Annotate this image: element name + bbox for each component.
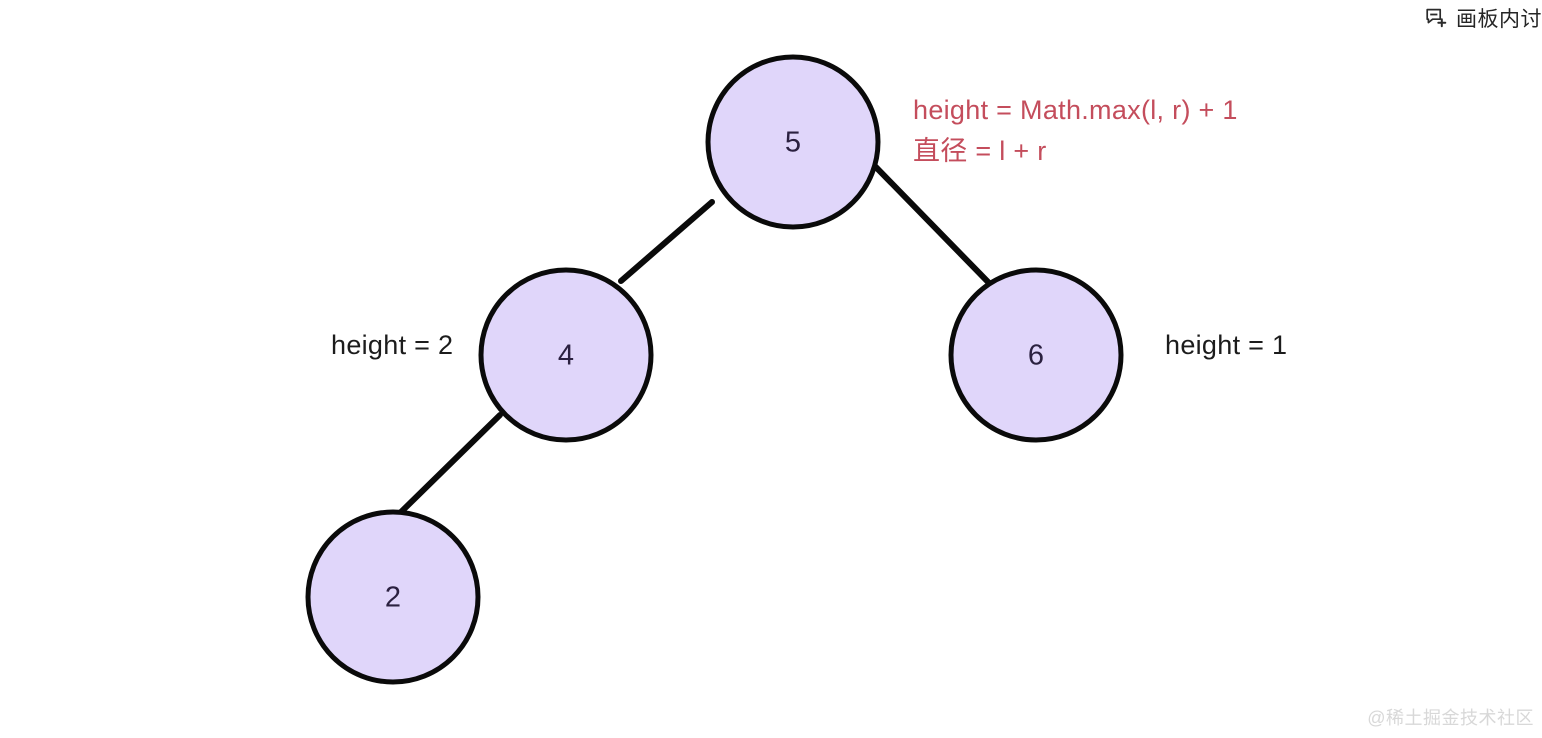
tree-nodes: 5 4 6 2	[305, 54, 1124, 685]
node-value: 2	[385, 582, 401, 614]
node-circle[interactable]	[478, 267, 654, 443]
watermark: @稀土掘金技术社区	[1367, 708, 1534, 728]
node-circle[interactable]	[948, 267, 1124, 443]
annotation-height-right-subtree: height = 1	[1165, 330, 1288, 360]
annotation-formula-line-2: 直径 = l + r	[913, 136, 1047, 167]
node-value: 6	[1028, 340, 1044, 372]
node-circle[interactable]	[705, 54, 881, 230]
node-value: 5	[785, 127, 801, 159]
comment-toolbar[interactable]: 画板内讨	[1424, 3, 1542, 33]
edge-root-to-right	[865, 156, 994, 288]
edge-root-to-left	[618, 199, 715, 284]
edge-left-to-left-left	[397, 412, 503, 516]
add-comment-icon[interactable]	[1424, 6, 1448, 30]
tree-node-left-left[interactable]: 2	[305, 509, 481, 685]
tree-node-left[interactable]: 4	[478, 267, 654, 443]
tree-node-right[interactable]: 6	[948, 267, 1124, 443]
tree-edges	[397, 156, 994, 516]
tree-node-root[interactable]: 5	[705, 54, 881, 230]
node-circle[interactable]	[305, 509, 481, 685]
node-value: 4	[558, 340, 574, 372]
annotation-formula: height = Math.max(l, r) + 1 直径 = l + r	[913, 90, 1238, 172]
comment-toolbar-label: 画板内讨	[1456, 8, 1542, 31]
annotation-formula-line-1: height = Math.max(l, r) + 1	[913, 95, 1238, 125]
annotation-height-left-subtree: height = 2	[331, 330, 454, 360]
